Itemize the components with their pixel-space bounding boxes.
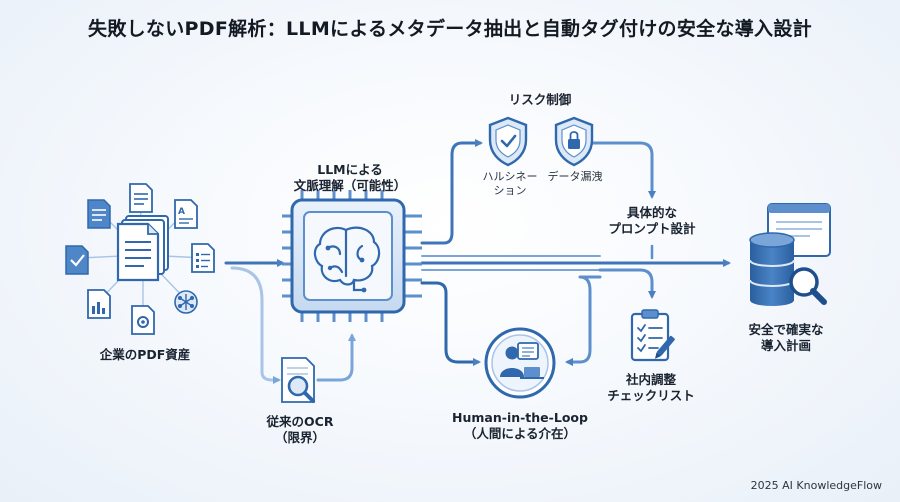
document-icon: A (174, 199, 198, 229)
document-icon (191, 243, 215, 273)
arrow-llm-to-hitl (420, 281, 481, 366)
document-icon (129, 183, 153, 213)
label-checklist-line2: チェックリスト (607, 388, 695, 403)
label-result-line1: 安全で確実な (748, 322, 824, 337)
label-hallucination-line1: ハルシネー (482, 170, 538, 183)
label-llm-line1: LLMによる (317, 162, 383, 177)
document-icon (65, 245, 89, 275)
label-checklist: 社内調整 チェックリスト (596, 372, 706, 404)
label-llm: LLMによる 文脈理解（可能性） (285, 162, 415, 194)
arrow-llm-to-checklist (598, 268, 656, 299)
document-icon (87, 199, 111, 229)
svg-text:A: A (178, 207, 185, 217)
label-hitl-line1: Human-in-the-Loop (452, 410, 588, 425)
shield-check-icon (488, 116, 528, 167)
shield-lock-icon (554, 116, 594, 167)
label-hitl-line2: （人間による介在） (463, 426, 577, 441)
label-llm-line2: 文脈理解（可能性） (293, 178, 407, 193)
label-ocr-line1: 従来のOCR (266, 414, 334, 429)
label-checklist-line1: 社内調整 (625, 372, 676, 387)
magnifier-icon (281, 357, 315, 403)
arrow-risk-to-prompt (588, 141, 656, 199)
label-risk-control: リスク制御 (508, 92, 572, 107)
document-icon (131, 305, 155, 335)
connector-arrows (224, 139, 731, 384)
database-search-icon (749, 203, 831, 306)
label-hallucination-line2: ション (493, 184, 527, 197)
clipboard-checklist-icon (630, 309, 675, 362)
arrow-llm-to-risk (420, 139, 483, 245)
label-result: 安全で確実な 導入計画 (726, 322, 846, 354)
microchip-brain-icon (282, 190, 422, 322)
arrow-ocr-to-llm (316, 333, 356, 382)
label-ocr: 従来のOCR （限界） (240, 414, 360, 446)
label-data-leak: データ漏洩 (547, 170, 603, 183)
page-title: 失敗しないPDF解析：LLMによるメタデータ抽出と自動タグ付けの安全な導入設計 (88, 18, 812, 40)
document-icon (116, 215, 169, 282)
label-hitl: Human-in-the-Loop （人間による介在） (440, 410, 600, 442)
label-prompt-design: 具体的な プロンプト設計 (595, 205, 709, 237)
label-prompt-line1: 具体的な (626, 205, 677, 220)
arrow-bus-to-hitl (565, 275, 602, 366)
label-result-line2: 導入計画 (760, 338, 811, 353)
document-icon (87, 289, 111, 319)
label-hallucination: ハルシネー ション (478, 170, 542, 198)
label-ocr-line2: （限界） (274, 430, 325, 445)
human-operator-icon (484, 327, 556, 399)
arrow-pdf-to-ocr (230, 266, 281, 384)
pdf-assets-cluster: A (65, 183, 215, 335)
footer-credit: 2025 AI KnowledgeFlow (750, 479, 882, 492)
label-pdf-assets: 企業のPDF資産 (99, 347, 191, 362)
label-prompt-line2: プロンプト設計 (608, 221, 696, 236)
network-icon (174, 290, 198, 314)
